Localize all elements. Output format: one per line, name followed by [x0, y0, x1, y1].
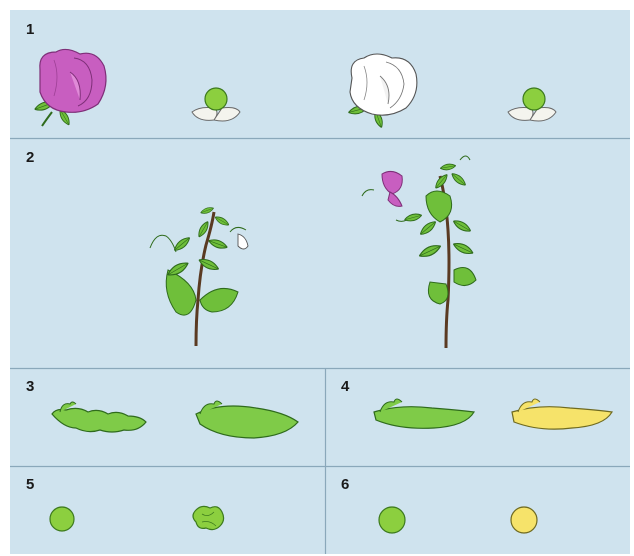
panel-number-4: 4 — [341, 378, 350, 395]
green-seed — [379, 507, 405, 533]
round-seed — [50, 507, 74, 531]
wrinkled-seed — [193, 506, 224, 529]
panel-number-6: 6 — [341, 476, 349, 493]
panel-number-3: 3 — [26, 378, 34, 395]
panel-6-bg — [326, 467, 630, 554]
panel-number-1: 1 — [26, 21, 34, 38]
panel-number-5: 5 — [26, 476, 34, 493]
yellow-seed — [511, 507, 537, 533]
panel-2-bg — [10, 139, 630, 368]
panel-number-2: 2 — [26, 149, 34, 166]
